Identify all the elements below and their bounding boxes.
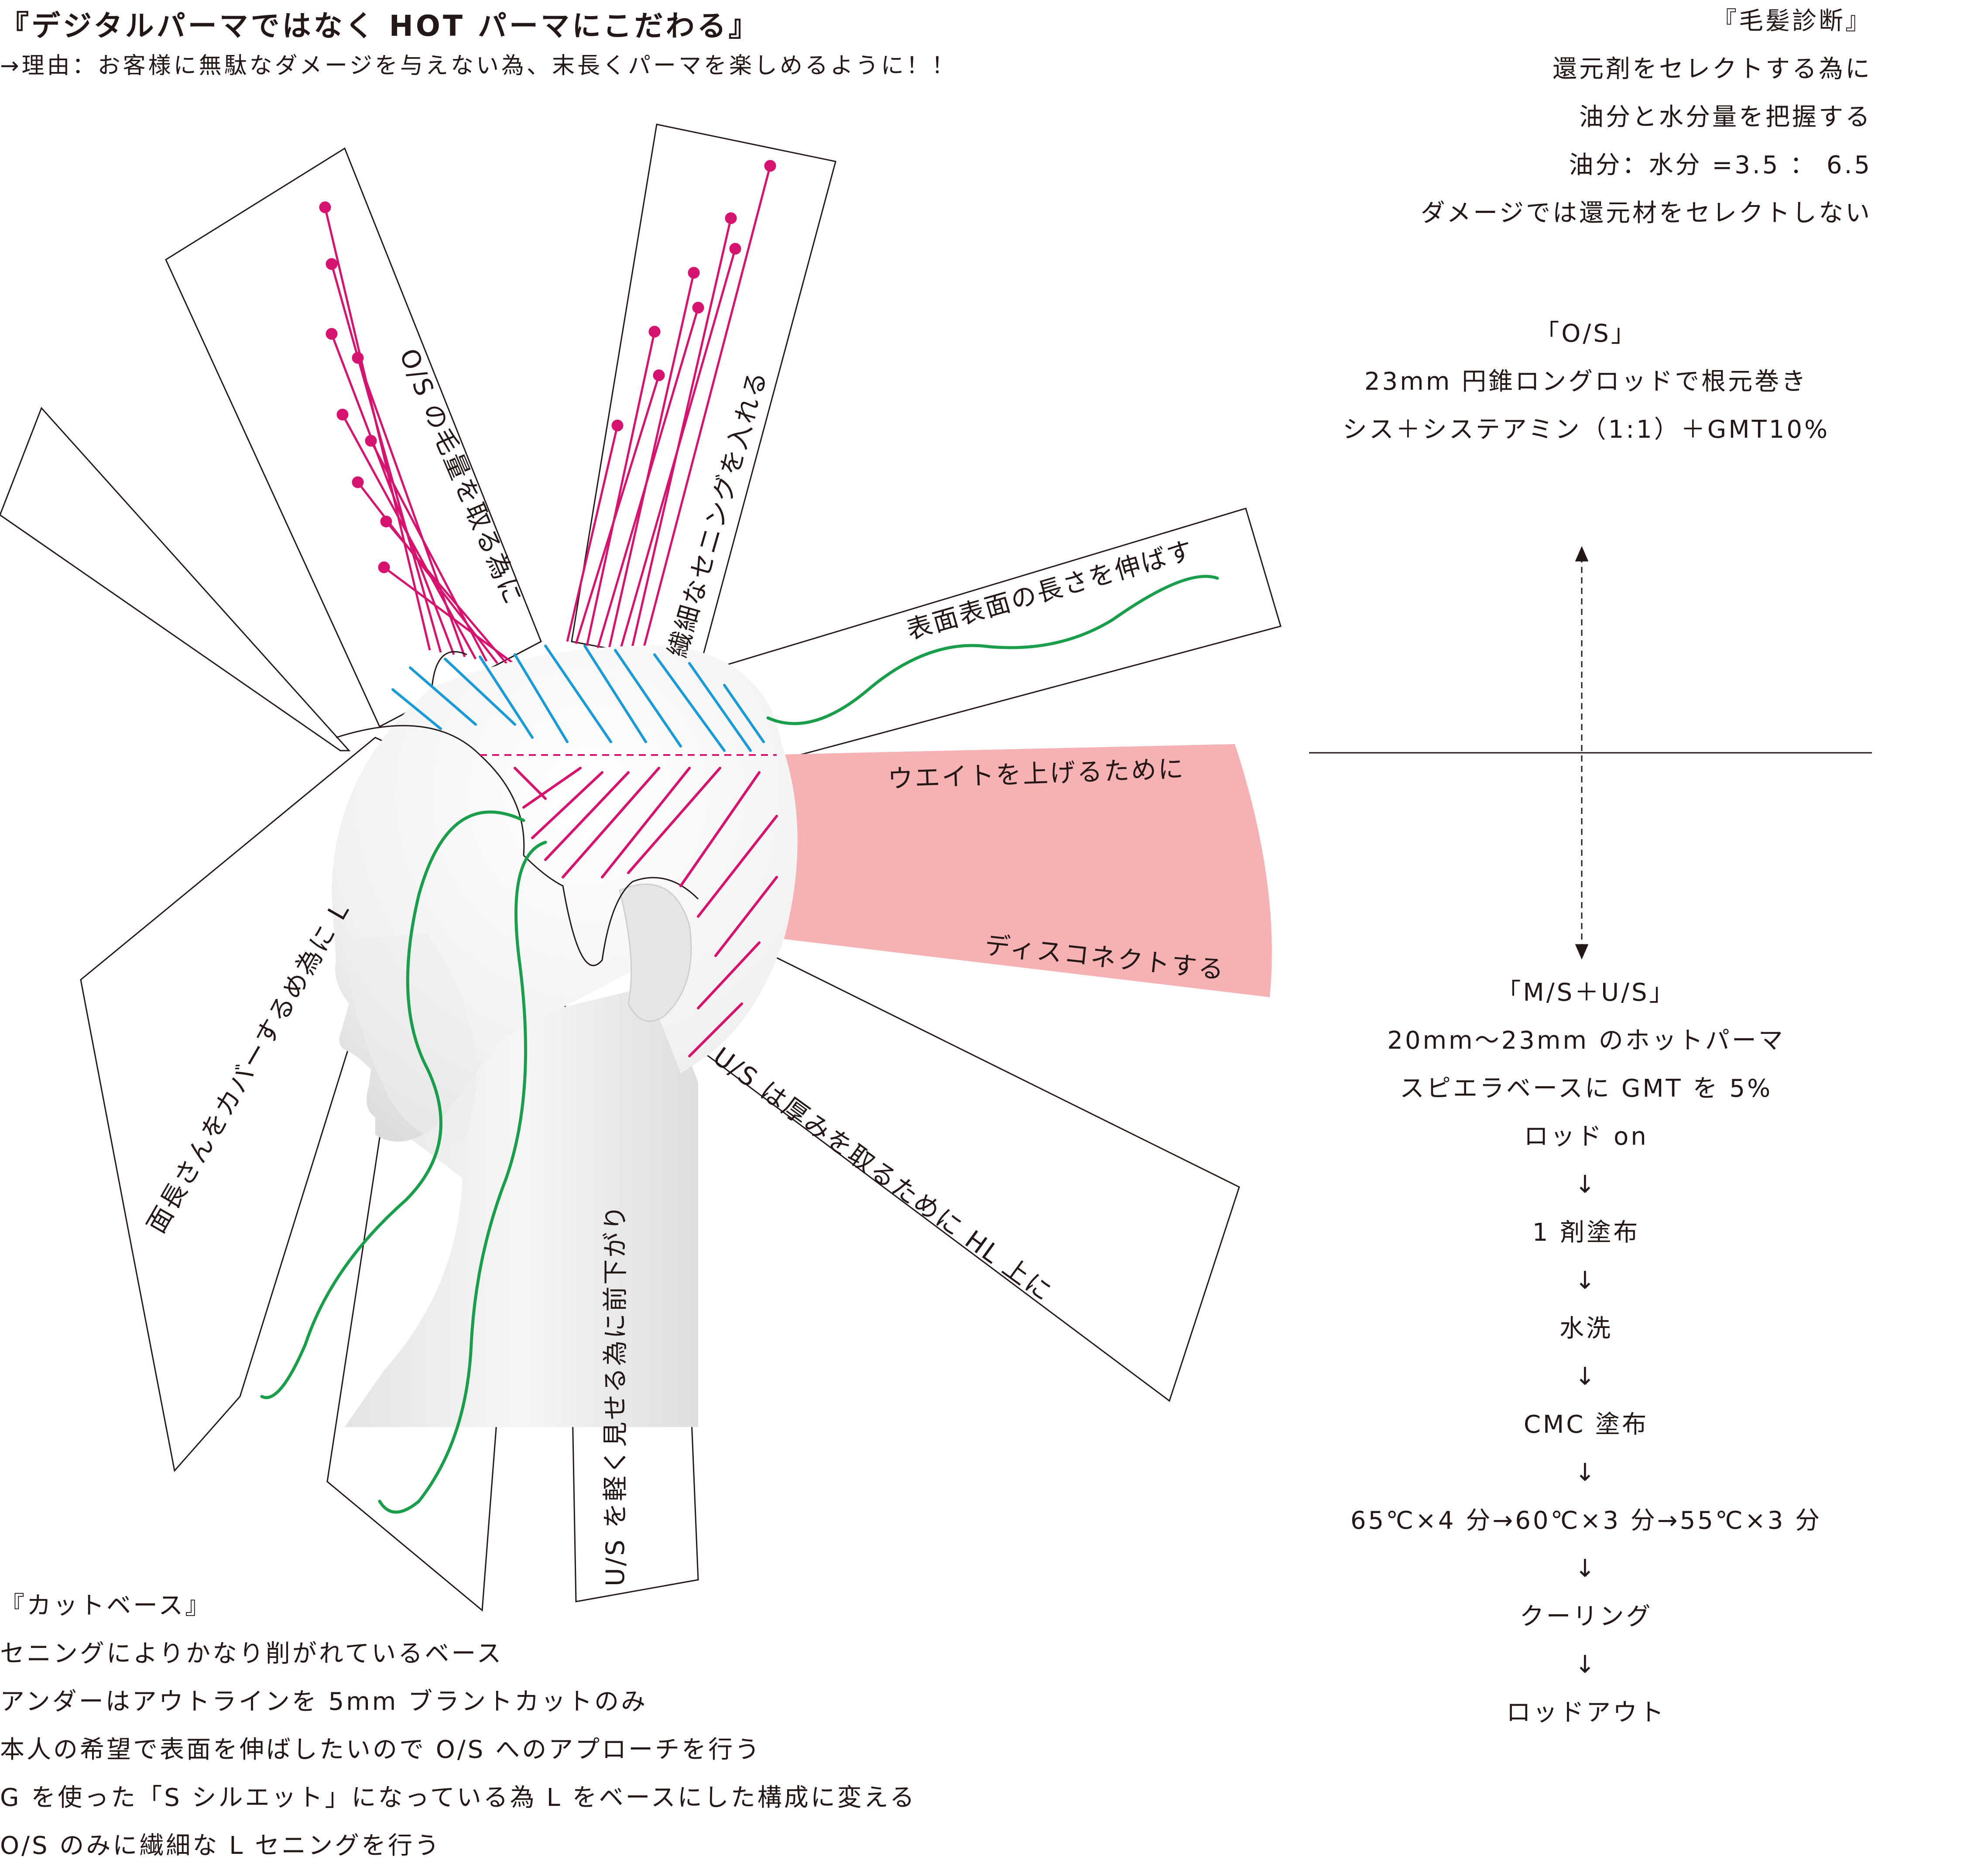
msus-recipe-block: 「M/S＋U/S」 20mm〜23mm のホットパーマ スピエラベースに GMT… [1281,969,1892,1737]
msus-recipe-heading: 「M/S＋U/S」 [1496,978,1676,1007]
diagnosis-line: ダメージでは還元材をセレクトしない [1420,199,1872,227]
magenta-guides-right [566,160,776,657]
diagnosis-line: 油分：水分 =3.5 ： 6.5 [1569,151,1872,179]
cut-base-line: アンダーはアウトラインを 5mm ブラントカットのみ [0,1688,648,1716]
magenta-hatch [514,767,778,1057]
msus-recipe-line: ロッド on [1524,1122,1649,1151]
process-step: クーリング [1519,1602,1653,1631]
process-step: ロッドアウト [1506,1698,1666,1727]
diagnosis-block: 『毛髪診断』 還元剤をセレクトする為に 油分と水分量を把握する 油分：水分 =3… [1265,0,1872,237]
down-arrow: ↓ [1575,1362,1597,1391]
process-step: 65℃×4 分→60℃×3 分→55℃×3 分 [1350,1506,1822,1535]
msus-recipe-line: スピエラベースに GMT を 5% [1399,1074,1773,1103]
cut-base-block: 『カットベース』 セニングによりかなり削がれているベース アンダーはアウトライン… [0,1582,916,1870]
panel-back-left [0,407,351,751]
magenta-guides-left [319,201,520,669]
process-step: CMC 塗布 [1523,1410,1649,1439]
cut-base-heading: 『カットベース』 [0,1592,212,1620]
label-us-light: U/S を軽く見せる為に前下がり [600,1204,630,1586]
msus-recipe-line: 20mm〜23mm のホットパーマ [1387,1026,1785,1055]
blue-hatch [391,645,765,752]
pink-band-weight [759,744,1272,997]
panel-surface-length [701,508,1282,769]
cut-base-line: O/S のみに繊細な L セニングを行う [0,1832,442,1860]
cut-base-line: 本人の希望で表面を伸ばしたいので O/S へのアプローチを行う [0,1736,762,1764]
axis-cross [1309,546,1872,960]
down-arrow: ↓ [1575,1650,1597,1679]
panel-us-thickness [693,939,1240,1402]
os-recipe-line: シス＋システアミン（1:1）＋GMT10% [1342,415,1830,444]
green-curves [260,575,1219,1514]
diagnosis-line: 油分と水分量を把握する [1579,103,1872,131]
diagnosis-line: 還元剤をセレクトする為に [1553,55,1872,83]
os-recipe-line: 23mm 円錐ロングロッドで根元巻き [1364,367,1808,396]
cut-base-line: G を使った「S シルエット」になっている為 L をベースにした構成に変える [0,1784,917,1812]
cut-base-line: セニングによりかなり削がれているベース [0,1640,504,1668]
down-arrow: ↓ [1575,1266,1597,1295]
process-step: 1 剤塗布 [1532,1218,1640,1247]
diagnosis-heading: 『毛髪診断』 [1712,7,1872,35]
os-recipe-block: 「O/S」 23mm 円錐ロングロッドで根元巻き シス＋システアミン（1:1）＋… [1281,310,1892,454]
process-step: 水洗 [1560,1314,1613,1343]
panel-os-volume [165,147,542,728]
page-title: 『デジタルパーマではなく HOT パーマにこだわる』 [0,9,760,43]
down-arrow: ↓ [1575,1458,1597,1487]
down-arrow: ↓ [1575,1554,1597,1583]
down-arrow: ↓ [1575,1170,1597,1199]
os-recipe-heading: 「O/S」 [1535,319,1638,348]
page-subtitle: →理由：お客様に無駄なダメージを与えない為、末長くパーマを楽しめるように！！ [0,53,957,79]
